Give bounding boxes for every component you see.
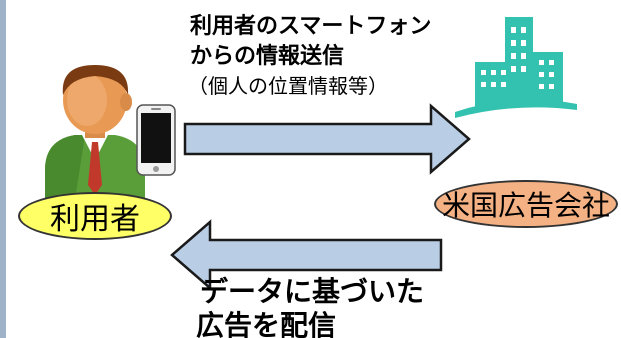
delivery-description-line2: 広告を配信	[196, 309, 337, 338]
upload-description-note: （個人の位置情報等）	[188, 74, 388, 98]
left-border	[0, 0, 6, 338]
upload-description-line2: からの情報送信	[190, 44, 345, 69]
user-label: 利用者	[18, 192, 172, 240]
smartphone-icon	[136, 104, 176, 176]
office-building-icon	[455, 17, 577, 118]
delivery-description-line1: データに基づいた	[200, 275, 425, 308]
arrow-left	[170, 219, 443, 291]
company-label: 米国広告会社	[434, 180, 618, 228]
person-icon	[45, 65, 145, 200]
arrow-right	[183, 103, 471, 175]
upload-description-line1: 利用者のスマートフォン	[190, 14, 432, 39]
